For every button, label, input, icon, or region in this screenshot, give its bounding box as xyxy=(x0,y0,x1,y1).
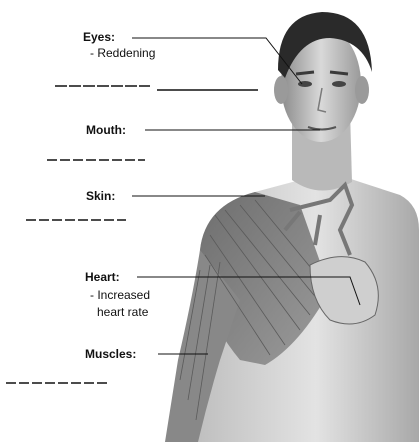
heart-note-line1: - Increased xyxy=(90,288,150,302)
heart-note-line2: heart rate xyxy=(97,305,148,319)
eyes-leader xyxy=(132,38,302,84)
muscles-label: Muscles: xyxy=(85,347,136,361)
right-eye xyxy=(332,81,346,87)
eyes-label: Eyes: xyxy=(83,30,115,44)
muscles-title: Muscles: xyxy=(85,347,136,361)
skin-title: Skin: xyxy=(86,189,115,203)
heart-title: Heart: xyxy=(85,270,120,284)
skin-label: Skin: xyxy=(86,189,115,203)
eyes-note: - Reddening xyxy=(90,46,155,60)
eyes-title: Eyes: xyxy=(83,30,115,44)
mouth-label: Mouth: xyxy=(86,123,126,137)
heart-label: Heart: xyxy=(85,270,120,284)
left-ear xyxy=(274,76,288,104)
right-ear xyxy=(355,76,369,104)
mouth-title: Mouth: xyxy=(86,123,126,137)
